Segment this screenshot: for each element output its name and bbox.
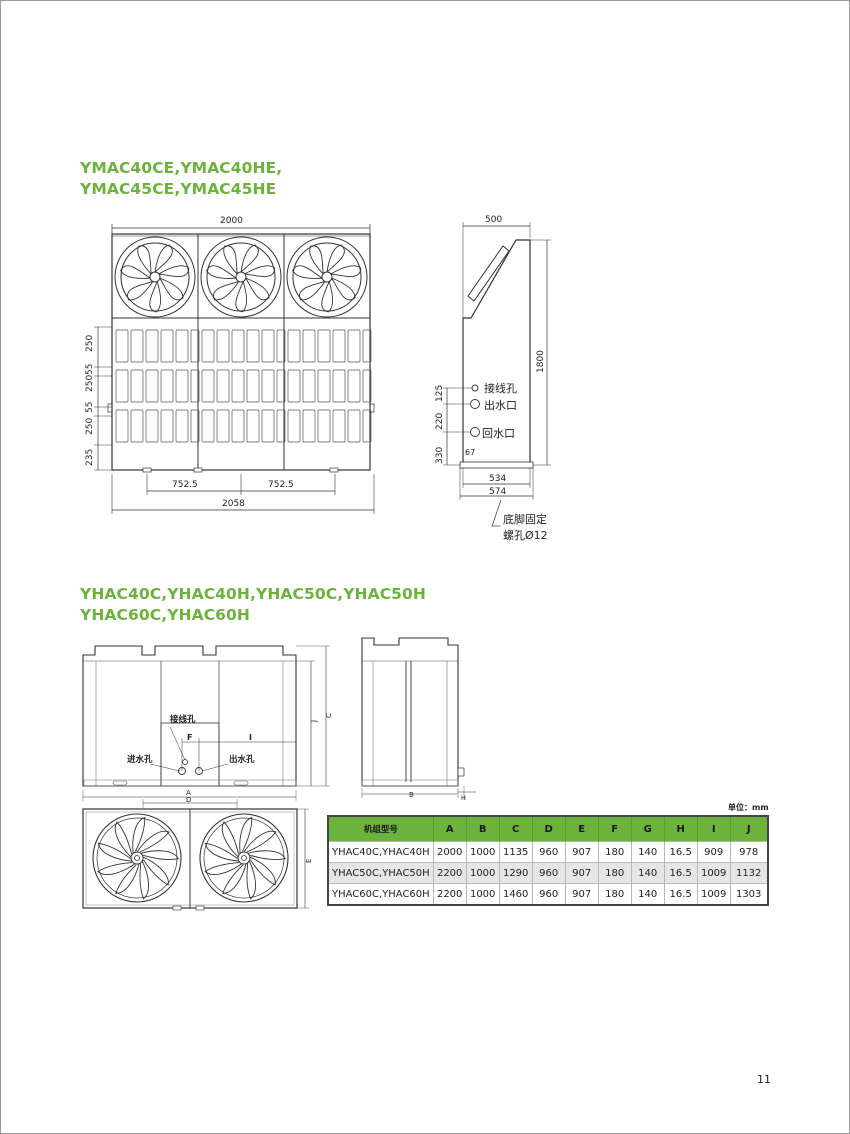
side1-label-return: 回水口 [482,427,515,440]
front1-vdim-5: 250 [85,418,95,435]
front1-vdim-1: 250 [85,335,95,352]
front1-vdim-4: 55 [85,402,95,413]
section1-title-line2: YMAC45CE,YMAC45HE [80,180,277,198]
spec-cell: 1009 [696,862,731,884]
table-row: YHAC60C,YHAC60H 2200 1000 1460 960 907 1… [327,883,769,906]
spec-header-i: I [697,816,731,842]
spec-cell: 1290 [498,862,533,884]
unit-label: 单位：mm [728,803,769,812]
spec-header-h: H [664,816,698,842]
spec-cell: 1135 [498,841,533,863]
spec-header-a: A [433,816,467,842]
spec-cell: 16.5 [663,841,698,863]
spec-cell: 907 [564,862,599,884]
spec-cell: 1303 [729,883,769,906]
spec-cell: 1132 [729,862,769,884]
section2-title: YHAC40C,YHAC40H,YHAC50C,YHAC50H YHAC60C,… [80,584,426,626]
side1-label-wiring: 接线孔 [484,381,517,395]
spec-cell: 1009 [696,883,731,906]
section2-title-line2: YHAC60C,YHAC60H [80,606,251,624]
spec-cell: 960 [531,841,566,863]
spec-cell: 180 [597,841,632,863]
spec-cell: 2000 [432,841,467,863]
side1-vdim-2: 220 [435,413,445,430]
side1-dim-top: 500 [485,215,502,225]
front1-vdim-6: 235 [85,449,95,466]
section1-title: YMAC40CE,YMAC40HE, YMAC45CE,YMAC45HE [80,158,282,200]
page-number: 11 [757,1073,771,1086]
side1-dim-base1: 534 [489,474,506,484]
spec-table-header-row: 机组型号 A B C D E F G H I J [328,816,768,842]
spec-header-g: G [631,816,665,842]
front1-vdim-2: 55 [85,364,95,375]
spec-cell: 180 [597,883,632,906]
side1-dim-small: 67 [465,448,475,457]
side1-vdim-3: 330 [435,447,445,464]
spec-cell: 140 [630,862,665,884]
spec-table: 机组型号 A B C D E F G H I J YHAC40C,YHAC40H… [327,815,769,906]
section1-title-line1: YMAC40CE,YMAC40HE, [80,159,283,177]
front1-dim-width: 2000 [220,216,243,226]
table-row: YHAC40C,YHAC40H 2000 1000 1135 960 907 1… [327,841,769,863]
spec-cell: 16.5 [663,862,698,884]
spec-cell: 16.5 [663,883,698,906]
spec-cell: 2200 [432,883,467,906]
spec-cell: 140 [630,841,665,863]
side1-vdim-1: 125 [435,385,445,402]
section2-title-line1: YHAC40C,YHAC40H,YHAC50C,YHAC50H [80,585,427,603]
table-row: YHAC50C,YHAC50H 2200 1000 1290 960 907 1… [327,862,769,884]
side1-dim-height: 1800 [536,350,546,373]
spec-cell: 907 [564,883,599,906]
side1-label-bolt1: 底脚固定 [503,512,547,526]
spec-cell: 1000 [465,862,500,884]
front1-vdim-3: 250 [85,375,95,392]
section1-front-view: 2000 250 55 250 55 250 235 752.5 752.5 2… [85,216,375,514]
front1-dim-half-left: 752.5 [172,480,198,490]
spec-header-model: 机组型号 [328,816,434,842]
spec-cell: 909 [696,841,731,863]
spec-cell: 960 [531,862,566,884]
spec-header-e: E [565,816,599,842]
spec-header-d: D [532,816,566,842]
spec-cell: 907 [564,841,599,863]
spec-cell: YHAC40C,YHAC40H [327,841,434,863]
spec-cell: 960 [531,883,566,906]
spec-cell: YHAC50C,YHAC50H [327,862,434,884]
spec-cell: 978 [729,841,769,863]
spec-cell: 140 [630,883,665,906]
side1-label-outlet: 出水口 [484,398,517,412]
spec-header-f: F [598,816,632,842]
spec-cell: 1000 [465,883,500,906]
section1-side-view: 500 1800 125 220 330 接线孔 出水口 回水口 67 534 … [435,215,551,542]
side1-dim-base2: 574 [489,487,506,497]
spec-cell: YHAC60C,YHAC60H [327,883,434,906]
spec-header-j: J [730,816,768,842]
spec-header-b: B [466,816,500,842]
spec-cell: 2200 [432,862,467,884]
front1-dim-total: 2058 [222,499,245,509]
spec-cell: 1460 [498,883,533,906]
front1-dim-half-right: 752.5 [268,480,294,490]
spec-cell: 180 [597,862,632,884]
spec-header-c: C [499,816,533,842]
spec-cell: 1000 [465,841,500,863]
side1-label-bolt2: 螺孔Ø12 [503,529,548,542]
